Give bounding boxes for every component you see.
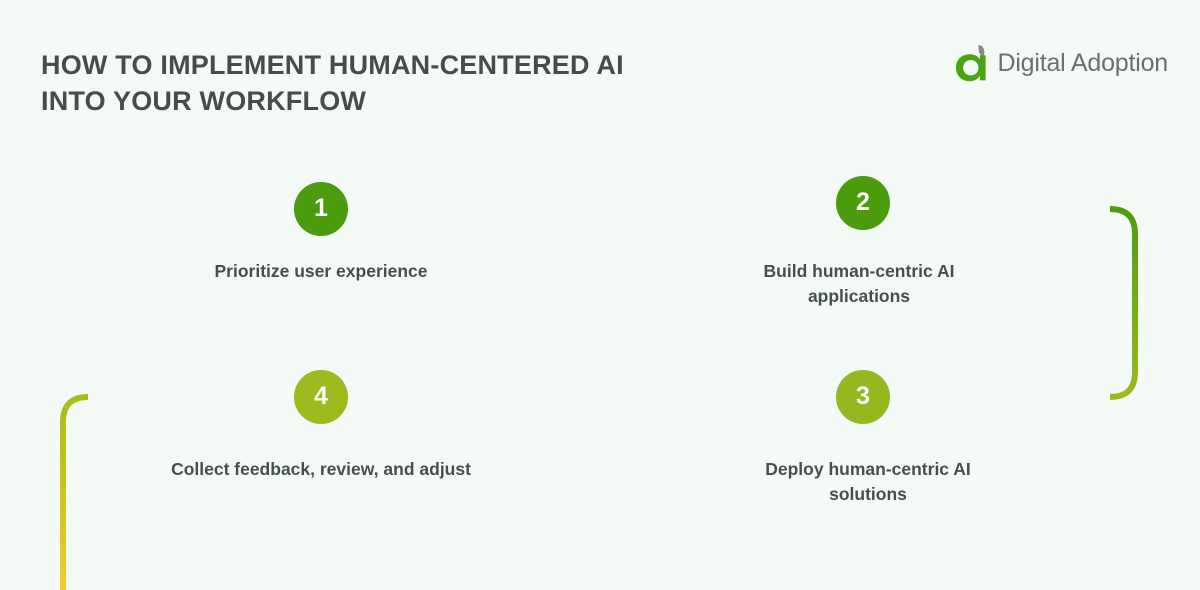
step-number-1: 1 — [314, 193, 328, 222]
step-number-2: 2 — [856, 187, 870, 216]
page-title-line-1: HOW TO IMPLEMENT HUMAN-CENTERED AI — [41, 50, 624, 80]
page-title-line-2: INTO YOUR WORKFLOW — [41, 85, 367, 116]
page-title: HOW TO IMPLEMENT HUMAN-CENTERED AI INTO … — [41, 48, 741, 119]
step-node-4[interactable]: 4 — [294, 370, 348, 424]
step-number-3: 3 — [856, 381, 870, 410]
step-caption-2: Build human-centric AI applications — [763, 261, 955, 306]
step-caption-4: Collect feedback, review, and adjust — [171, 459, 471, 479]
brand-wordmark: Digital Adoption — [997, 48, 1168, 77]
digital-adoption-a-icon — [954, 44, 990, 82]
step-node-2[interactable]: 2 — [836, 176, 890, 230]
step-caption-3: Deploy human-centric AI solutions — [765, 459, 971, 504]
step-node-1[interactable]: 1 — [294, 182, 348, 236]
step-node-3[interactable]: 3 — [836, 370, 890, 424]
step-number-4: 4 — [314, 381, 328, 410]
brand-logo: Digital Adoption — [954, 44, 1168, 82]
step-caption-1: Prioritize user experience — [214, 261, 428, 281]
